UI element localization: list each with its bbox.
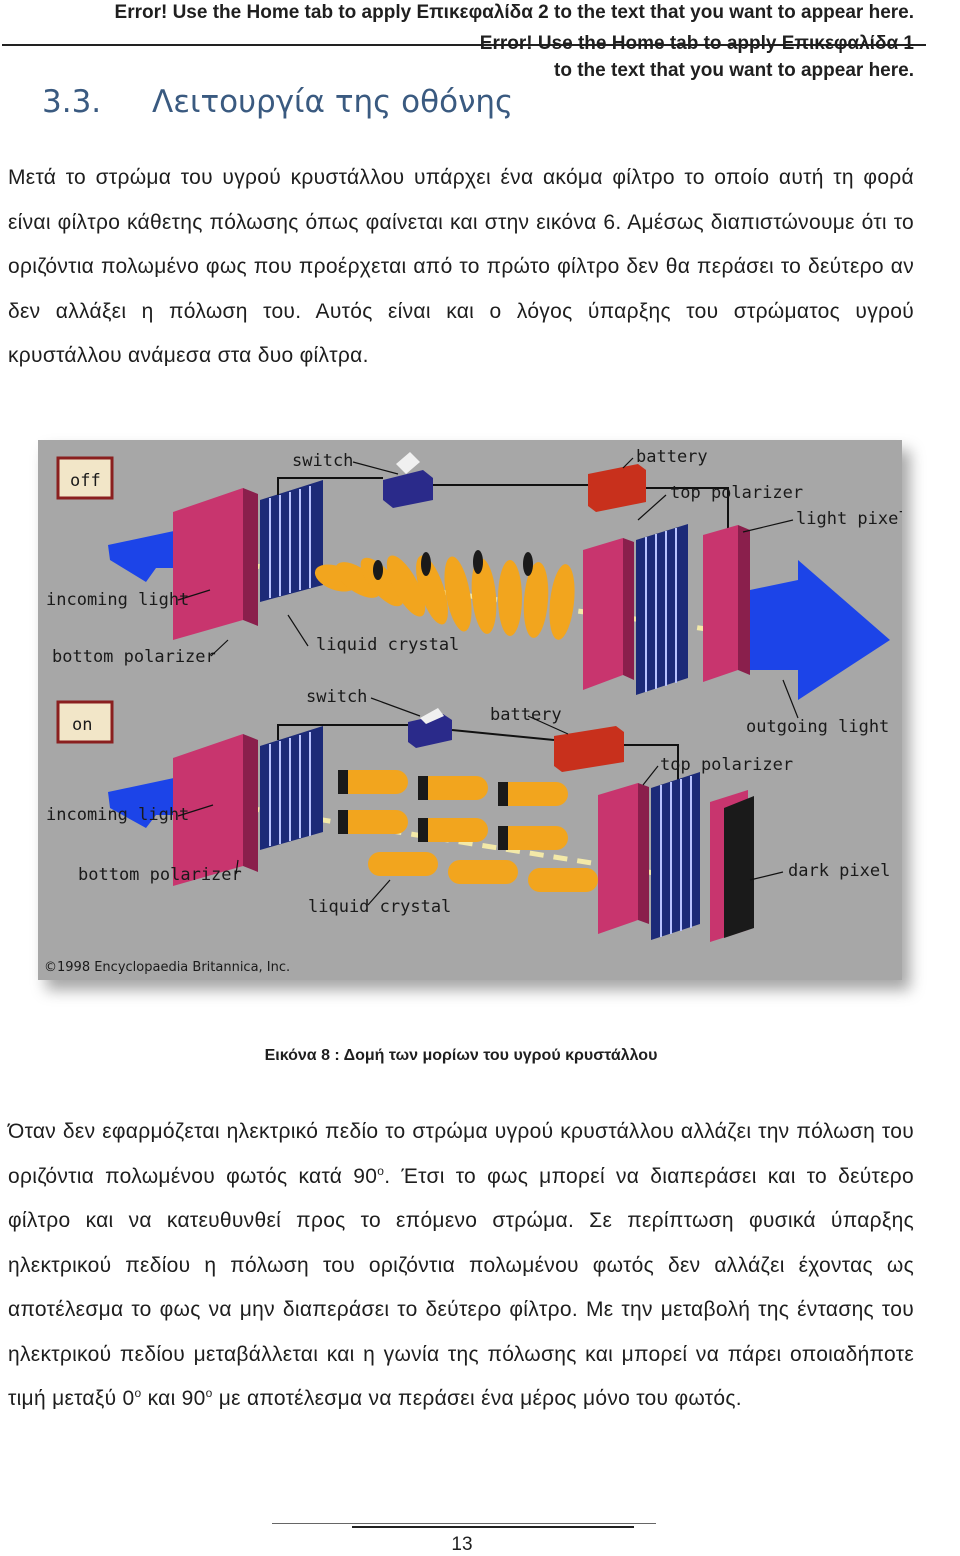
figure-background bbox=[38, 440, 902, 980]
paragraph-2-part-c: και 90 bbox=[141, 1387, 206, 1410]
lcd-diagram-figure: off switch battery top polarizer light p… bbox=[38, 440, 902, 980]
degree-sup-3: ο bbox=[205, 1386, 213, 1400]
label-switch-bottom: switch bbox=[306, 687, 367, 707]
label-switch-top: switch bbox=[292, 451, 353, 471]
label-top-polarizer-top: top polarizer bbox=[670, 483, 803, 503]
degree-sup-1: ο bbox=[377, 1163, 385, 1178]
label-battery-top: battery bbox=[636, 447, 708, 467]
state-off-box bbox=[56, 456, 114, 500]
header-rule bbox=[2, 44, 926, 46]
section-number: 3.3. bbox=[42, 84, 102, 120]
paragraph-1: Μετά το στρώμα του υγρού κρυστάλλου υπάρ… bbox=[8, 166, 914, 367]
figure-copyright: ©1998 Encyclopaedia Britannica, Inc. bbox=[44, 960, 290, 975]
label-liquid-crystal-top: liquid crystal bbox=[316, 635, 459, 655]
label-top-polarizer-bottom: top polarizer bbox=[660, 755, 793, 775]
running-header-1: Error! Use the Home tab to apply Επικεφα… bbox=[114, 2, 914, 23]
bottom-assembly: on switch battery outgoing light top pol… bbox=[46, 679, 890, 942]
label-dark-pixel: dark pixel bbox=[788, 861, 890, 881]
label-bottom-polarizer-top: bottom polarizer bbox=[52, 647, 216, 667]
paragraph-2-part-d: με αποτέλεσμα να περάσει ένα μέρος μόνο … bbox=[212, 1387, 742, 1410]
liquid-crystal-aligned bbox=[338, 770, 598, 892]
lcd-diagram: off switch battery top polarizer light p… bbox=[38, 440, 902, 980]
degree-sup-2: ο bbox=[134, 1386, 142, 1400]
paragraph-2-part-a: Όταν δεν εφαρμόζεται ηλεκτρικό πεδίο το … bbox=[8, 1120, 914, 1188]
switch-bottom bbox=[408, 714, 452, 748]
footer-rule-thin bbox=[272, 1523, 656, 1524]
top-assembly: off switch battery top polarizer light p… bbox=[46, 447, 902, 700]
outgoing-light-arrow bbox=[750, 560, 890, 700]
label-bottom-polarizer-bottom: bottom polarizer bbox=[78, 865, 242, 885]
state-off-label: off bbox=[70, 471, 101, 491]
label-incoming-light-bottom: incoming light bbox=[46, 805, 189, 825]
section-title: Λειτουργία της οθόνης bbox=[152, 84, 514, 120]
label-light-pixel: light pixel bbox=[796, 509, 902, 529]
label-battery-bottom: battery bbox=[490, 705, 562, 725]
paragraph-2: Όταν δεν εφαρμόζεται ηλεκτρικό πεδίο το … bbox=[8, 1110, 914, 1422]
label-outgoing-light: outgoing light bbox=[746, 717, 889, 737]
footer-rule-thick bbox=[352, 1526, 634, 1528]
state-on-label: on bbox=[72, 715, 92, 735]
light-pixel bbox=[703, 525, 738, 682]
battery-top bbox=[588, 464, 646, 512]
battery-bottom bbox=[554, 726, 624, 772]
switch-top bbox=[383, 470, 433, 508]
paragraph-2-part-b: . Έτσι το φως μπορεί να διαπεράσει και τ… bbox=[8, 1164, 914, 1411]
label-liquid-crystal-bottom: liquid crystal bbox=[308, 897, 451, 917]
section-heading: 3.3. Λειτουργία της οθόνης bbox=[42, 84, 513, 120]
label-incoming-light-top: incoming light bbox=[46, 590, 189, 610]
running-header-2: Error! Use the Home tab to apply Επικεφα… bbox=[479, 33, 914, 81]
page-number: 13 bbox=[451, 1534, 473, 1555]
state-on-box bbox=[56, 700, 114, 744]
figure-caption: Εικόνα 8 : Δομή των μορίων του υγρού κρυ… bbox=[264, 1047, 658, 1064]
